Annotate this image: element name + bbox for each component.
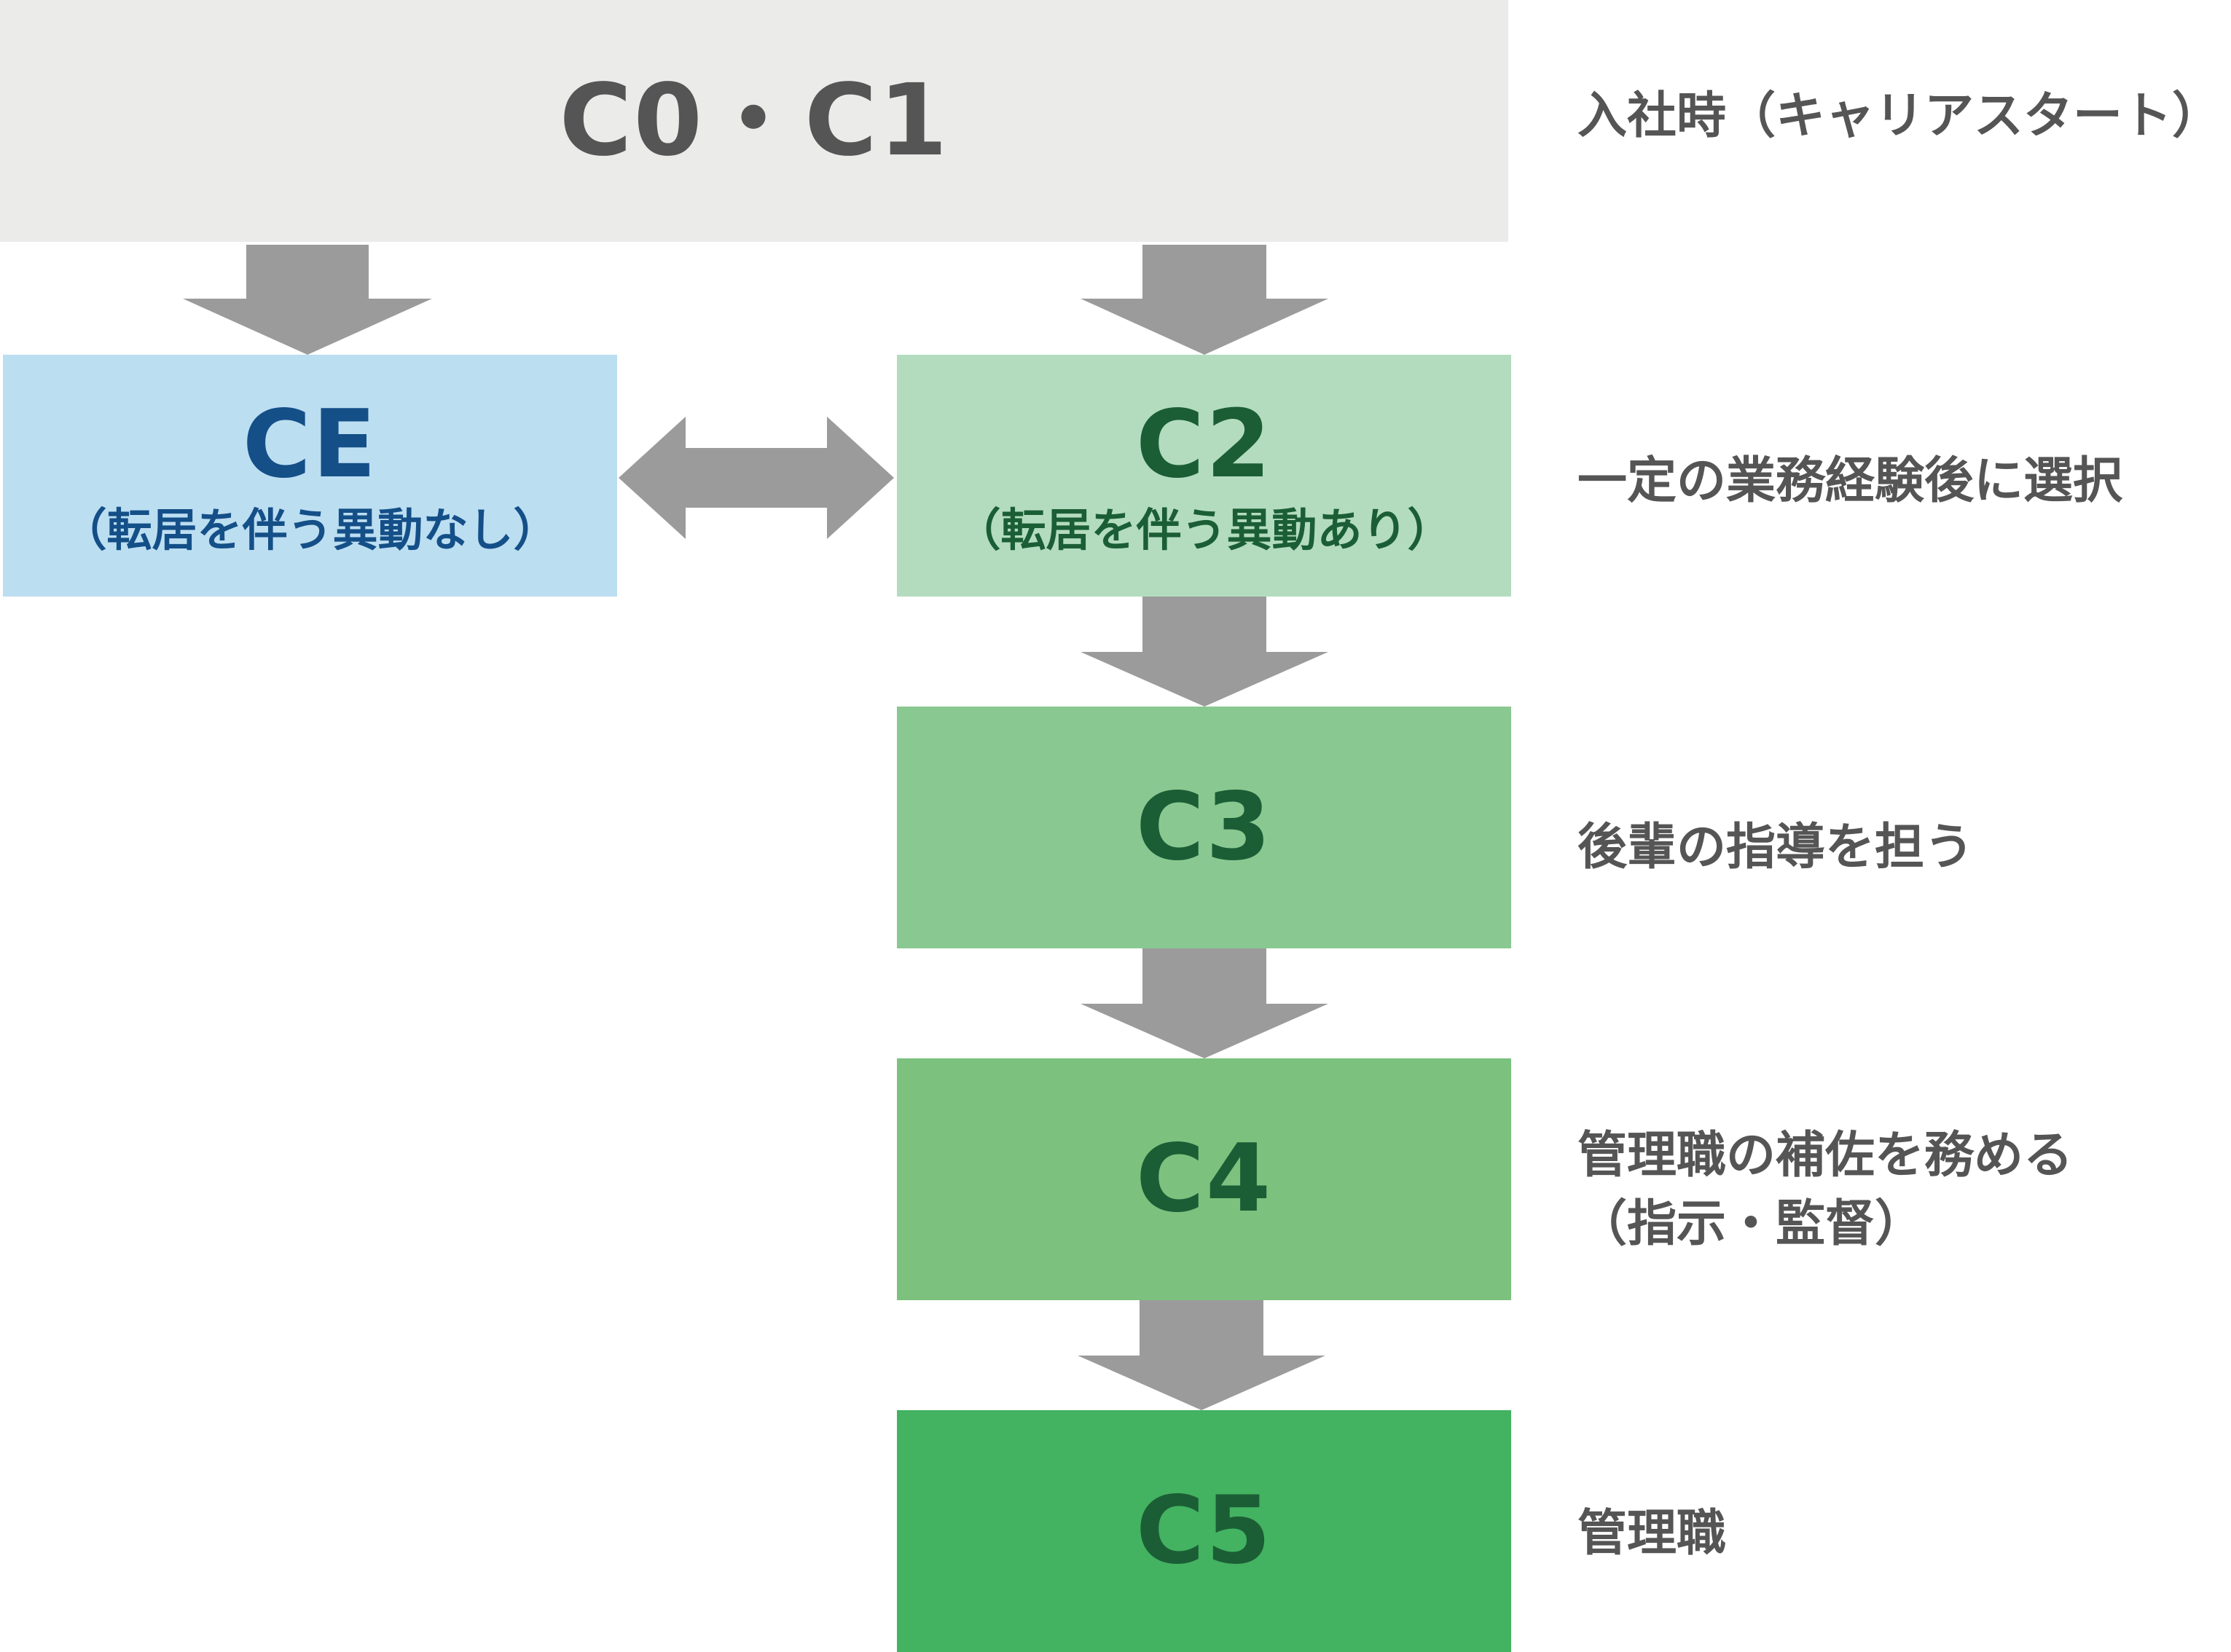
level-box-c4: C4: [897, 1058, 1511, 1300]
level-label-c4: C4: [1136, 1125, 1272, 1233]
down-arrow-icon: [1078, 1300, 1325, 1410]
down-arrow-icon: [1081, 245, 1328, 355]
level-label-c0-c1: C0・C1: [559, 63, 949, 178]
level-box-c0-c1: C0・C1: [0, 0, 1508, 242]
level-sub-c2: （転居を伴う異動あり）: [955, 503, 1453, 556]
level-label-ce: CE: [242, 390, 378, 499]
level-box-c2: C2 （転居を伴う異動あり）: [897, 355, 1511, 597]
level-box-c3: C3: [897, 707, 1511, 948]
description-c4-line2: （指示・監督）: [1577, 1195, 1925, 1253]
description-c2: 一定の業務経験後に選択: [1577, 452, 2123, 510]
down-arrow-icon: [1081, 597, 1328, 707]
down-arrow-icon: [1081, 948, 1328, 1058]
level-label-c2: C2: [1136, 390, 1272, 499]
down-arrow-icon: [183, 245, 432, 355]
description-c0-c1: 入社時（キャリアスタート）: [1577, 87, 2222, 145]
description-c4: 管理職の補佐を務める （指示・監督）: [1577, 1122, 2073, 1259]
level-sub-ce: （転居を伴う異動なし）: [61, 503, 559, 556]
description-c4-line1: 管理職の補佐を務める: [1577, 1127, 2074, 1184]
level-label-c5: C5: [1136, 1476, 1272, 1585]
level-box-c5: C5: [897, 1410, 1511, 1652]
description-c3: 後輩の指導を担う: [1577, 819, 1975, 876]
description-c5: 管理職: [1577, 1505, 1727, 1562]
level-label-c3: C3: [1136, 773, 1272, 881]
level-box-ce: CE （転居を伴う異動なし）: [3, 355, 617, 597]
double-arrow-icon: [619, 417, 894, 539]
